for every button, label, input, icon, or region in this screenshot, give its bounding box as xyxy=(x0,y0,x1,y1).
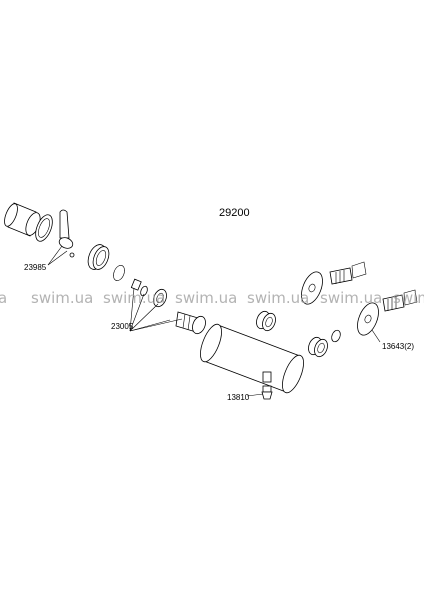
watermark-text: swim.ua xyxy=(103,289,165,307)
part-label-23005: 23005 xyxy=(111,322,134,331)
watermark-row: a swim.ua swim.ua swim.ua swim.ua swim.u… xyxy=(0,289,424,307)
o-ring-part xyxy=(113,265,125,281)
watermark-edge-text: a xyxy=(0,289,7,307)
part-label-13810: 13810 xyxy=(227,393,250,402)
lower-rosette-part xyxy=(357,289,418,336)
leader-lines xyxy=(47,245,381,397)
watermark-text: swim.ua xyxy=(247,289,309,307)
upper-rosette-part xyxy=(301,261,367,305)
watermark-text: swim.ua xyxy=(393,289,424,307)
cartridge-part xyxy=(175,311,206,335)
part-label-13643: 13643(2) xyxy=(382,342,414,351)
diagram-title: 29200 xyxy=(219,207,250,219)
valve-body-part xyxy=(200,323,304,394)
knurled-ring-part xyxy=(35,214,53,242)
lever-handle-part xyxy=(58,209,75,258)
middle-nut-part xyxy=(256,310,276,332)
threaded-nut-part xyxy=(87,244,110,270)
watermark-text: swim.ua xyxy=(31,289,93,307)
drain-fitting-part xyxy=(261,385,273,400)
small-fittings-part xyxy=(130,278,167,308)
lower-nut-part xyxy=(308,329,341,358)
part-label-23985: 23985 xyxy=(24,263,47,272)
watermark-text: swim.ua xyxy=(175,289,237,307)
watermark-text: swim.ua xyxy=(320,289,382,307)
